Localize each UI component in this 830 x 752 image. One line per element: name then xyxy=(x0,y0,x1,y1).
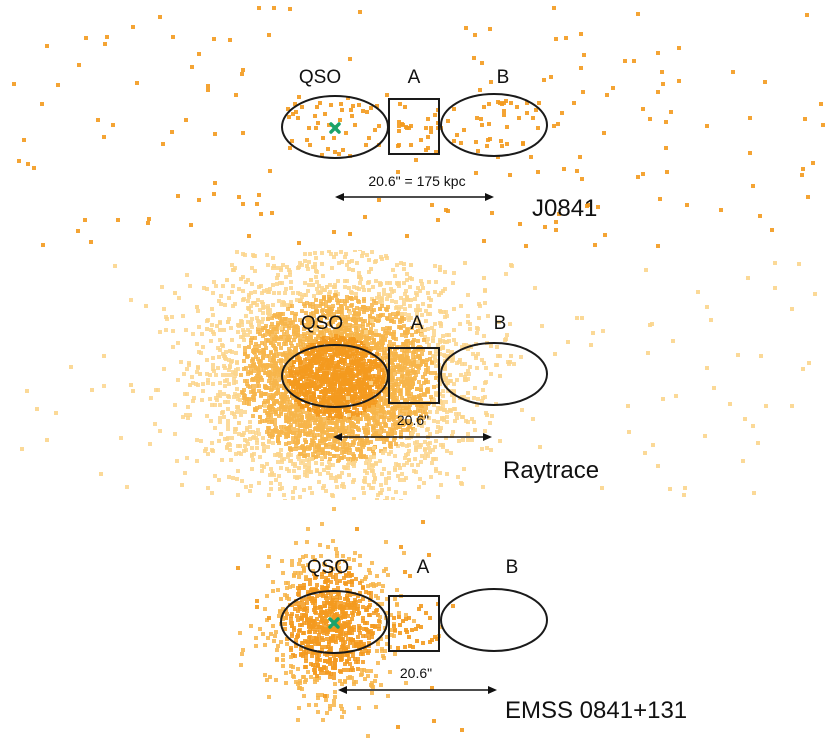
counts-map-raytrace xyxy=(20,250,817,500)
scale-label: 20.6" xyxy=(396,412,430,428)
scale-label: 20.6" xyxy=(399,665,433,681)
counts-map-j0841 xyxy=(12,6,825,248)
scale-arrow xyxy=(333,433,492,441)
region-a-box xyxy=(388,98,440,155)
region-a-box xyxy=(388,347,440,404)
label-a: A xyxy=(416,557,430,578)
label-b: B xyxy=(505,557,519,578)
photon-counts xyxy=(20,250,817,500)
panel-emss-0841: QSO A B 20.6" EMSS 0841+131 xyxy=(0,500,830,750)
region-a-box xyxy=(388,595,440,652)
scale-label: 20.6" = 175 kpc xyxy=(368,173,466,189)
label-b: B xyxy=(493,313,507,334)
photon-counts xyxy=(236,507,464,738)
label-qso: QSO xyxy=(300,313,344,334)
panel-title: EMSS 0841+131 xyxy=(505,697,688,724)
region-b-ellipse xyxy=(440,342,548,406)
qso-region xyxy=(280,590,388,654)
label-a: A xyxy=(410,313,424,334)
label-b: B xyxy=(496,67,510,88)
quasar-marker-icon xyxy=(328,617,340,629)
counts-map-emss xyxy=(236,507,548,738)
region-b-ellipse xyxy=(440,588,548,652)
region-b-ellipse xyxy=(440,93,548,157)
scale-arrow xyxy=(335,193,494,201)
panel-title: Raytrace xyxy=(503,457,600,484)
label-qso: QSO xyxy=(298,67,342,88)
label-a: A xyxy=(407,67,421,88)
panel-raytrace: QSO A B 20.6" Raytrace xyxy=(0,250,830,500)
photon-counts xyxy=(12,6,825,248)
label-qso: QSO xyxy=(306,557,350,578)
panel-title: J0841 xyxy=(532,195,598,222)
panel-j0841: QSO A B 20.6" = 175 kpc J0841 xyxy=(0,0,830,250)
scale-arrow xyxy=(338,686,497,694)
quasar-marker-icon xyxy=(329,122,341,134)
